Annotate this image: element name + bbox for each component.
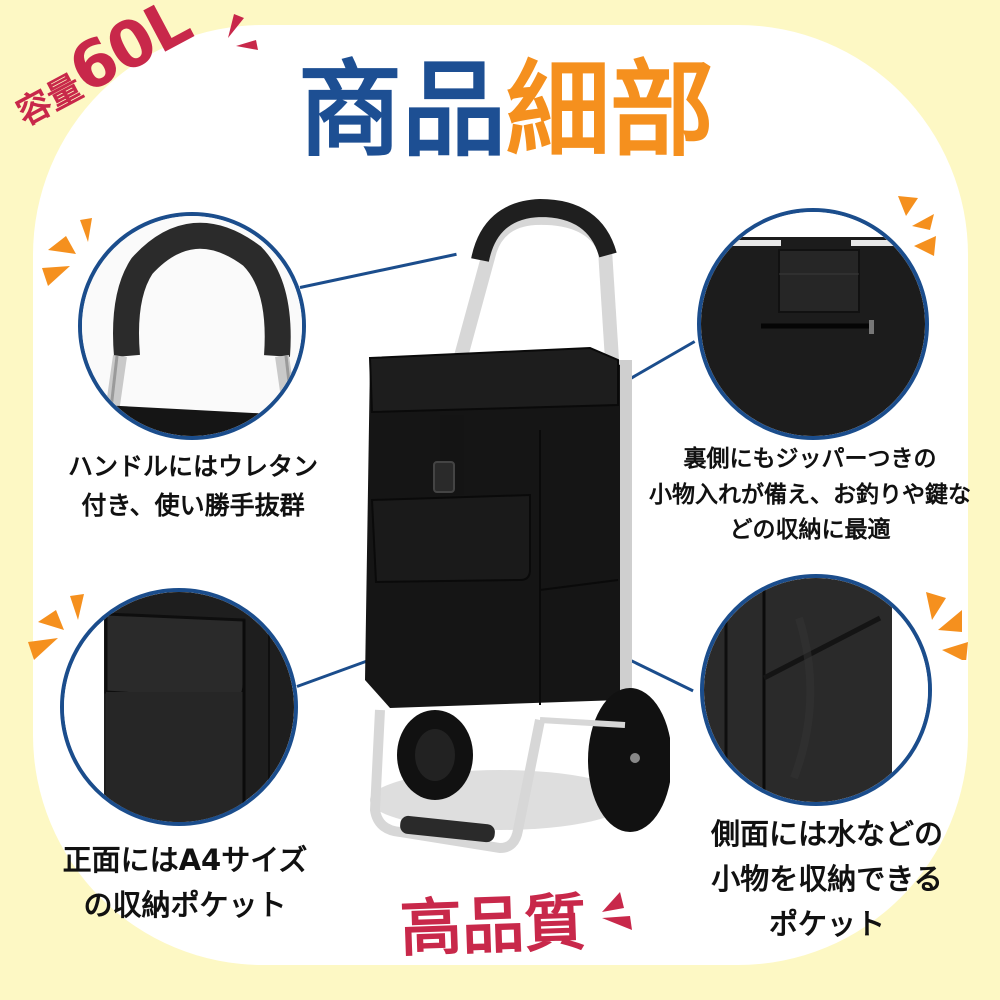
front-pocket-closeup-image <box>60 588 298 826</box>
caption-line: 小物を収納できる <box>711 861 943 896</box>
title-part-orange: 細部 <box>506 49 715 171</box>
feature-caption-handle: ハンドルにはウレタン 付き、使い勝手抜群 <box>58 448 328 526</box>
handle-closeup-image <box>78 212 306 440</box>
feature-caption-front-pocket: 正面にはA4サイズ の収納ポケット <box>50 838 320 928</box>
orange-burst-icon <box>898 196 936 256</box>
orange-burst-icon <box>926 592 968 660</box>
caption-line: 小物入れが備え、お釣りや鍵な <box>649 481 971 508</box>
feature-caption-side-pocket: 側面には水などの 小物を収納できる ポケット <box>682 812 972 947</box>
title-part-blue: 商品 <box>298 49 507 171</box>
side-pocket-closeup-image <box>700 574 932 806</box>
quality-label: 高品質 <box>398 885 588 966</box>
caption-line: 側面には水などの <box>710 817 943 851</box>
page-title: 商品細部 <box>298 58 714 162</box>
product-cart-image <box>365 198 670 854</box>
zipper-pocket-closeup-image <box>697 208 929 440</box>
caption-line: どの収納に最適 <box>729 517 891 544</box>
red-burst-icon <box>602 892 632 930</box>
caption-line: ポケット <box>768 906 885 941</box>
feature-caption-back-zipper: 裏側にもジッパーつきの 小物入れが備え、お釣りや鍵な どの収納に最適 <box>636 442 984 549</box>
caption-line: 付き、使い勝手抜群 <box>81 490 305 520</box>
caption-line: ハンドルにはウレタン <box>67 452 318 481</box>
caption-line: 正面にはA4サイズ <box>62 843 308 877</box>
orange-burst-icon <box>42 218 92 286</box>
caption-line: の収納ポケット <box>83 887 287 922</box>
red-burst-icon <box>228 14 258 50</box>
orange-burst-icon <box>28 594 84 660</box>
caption-line: 裏側にもジッパーつきの <box>683 446 937 472</box>
